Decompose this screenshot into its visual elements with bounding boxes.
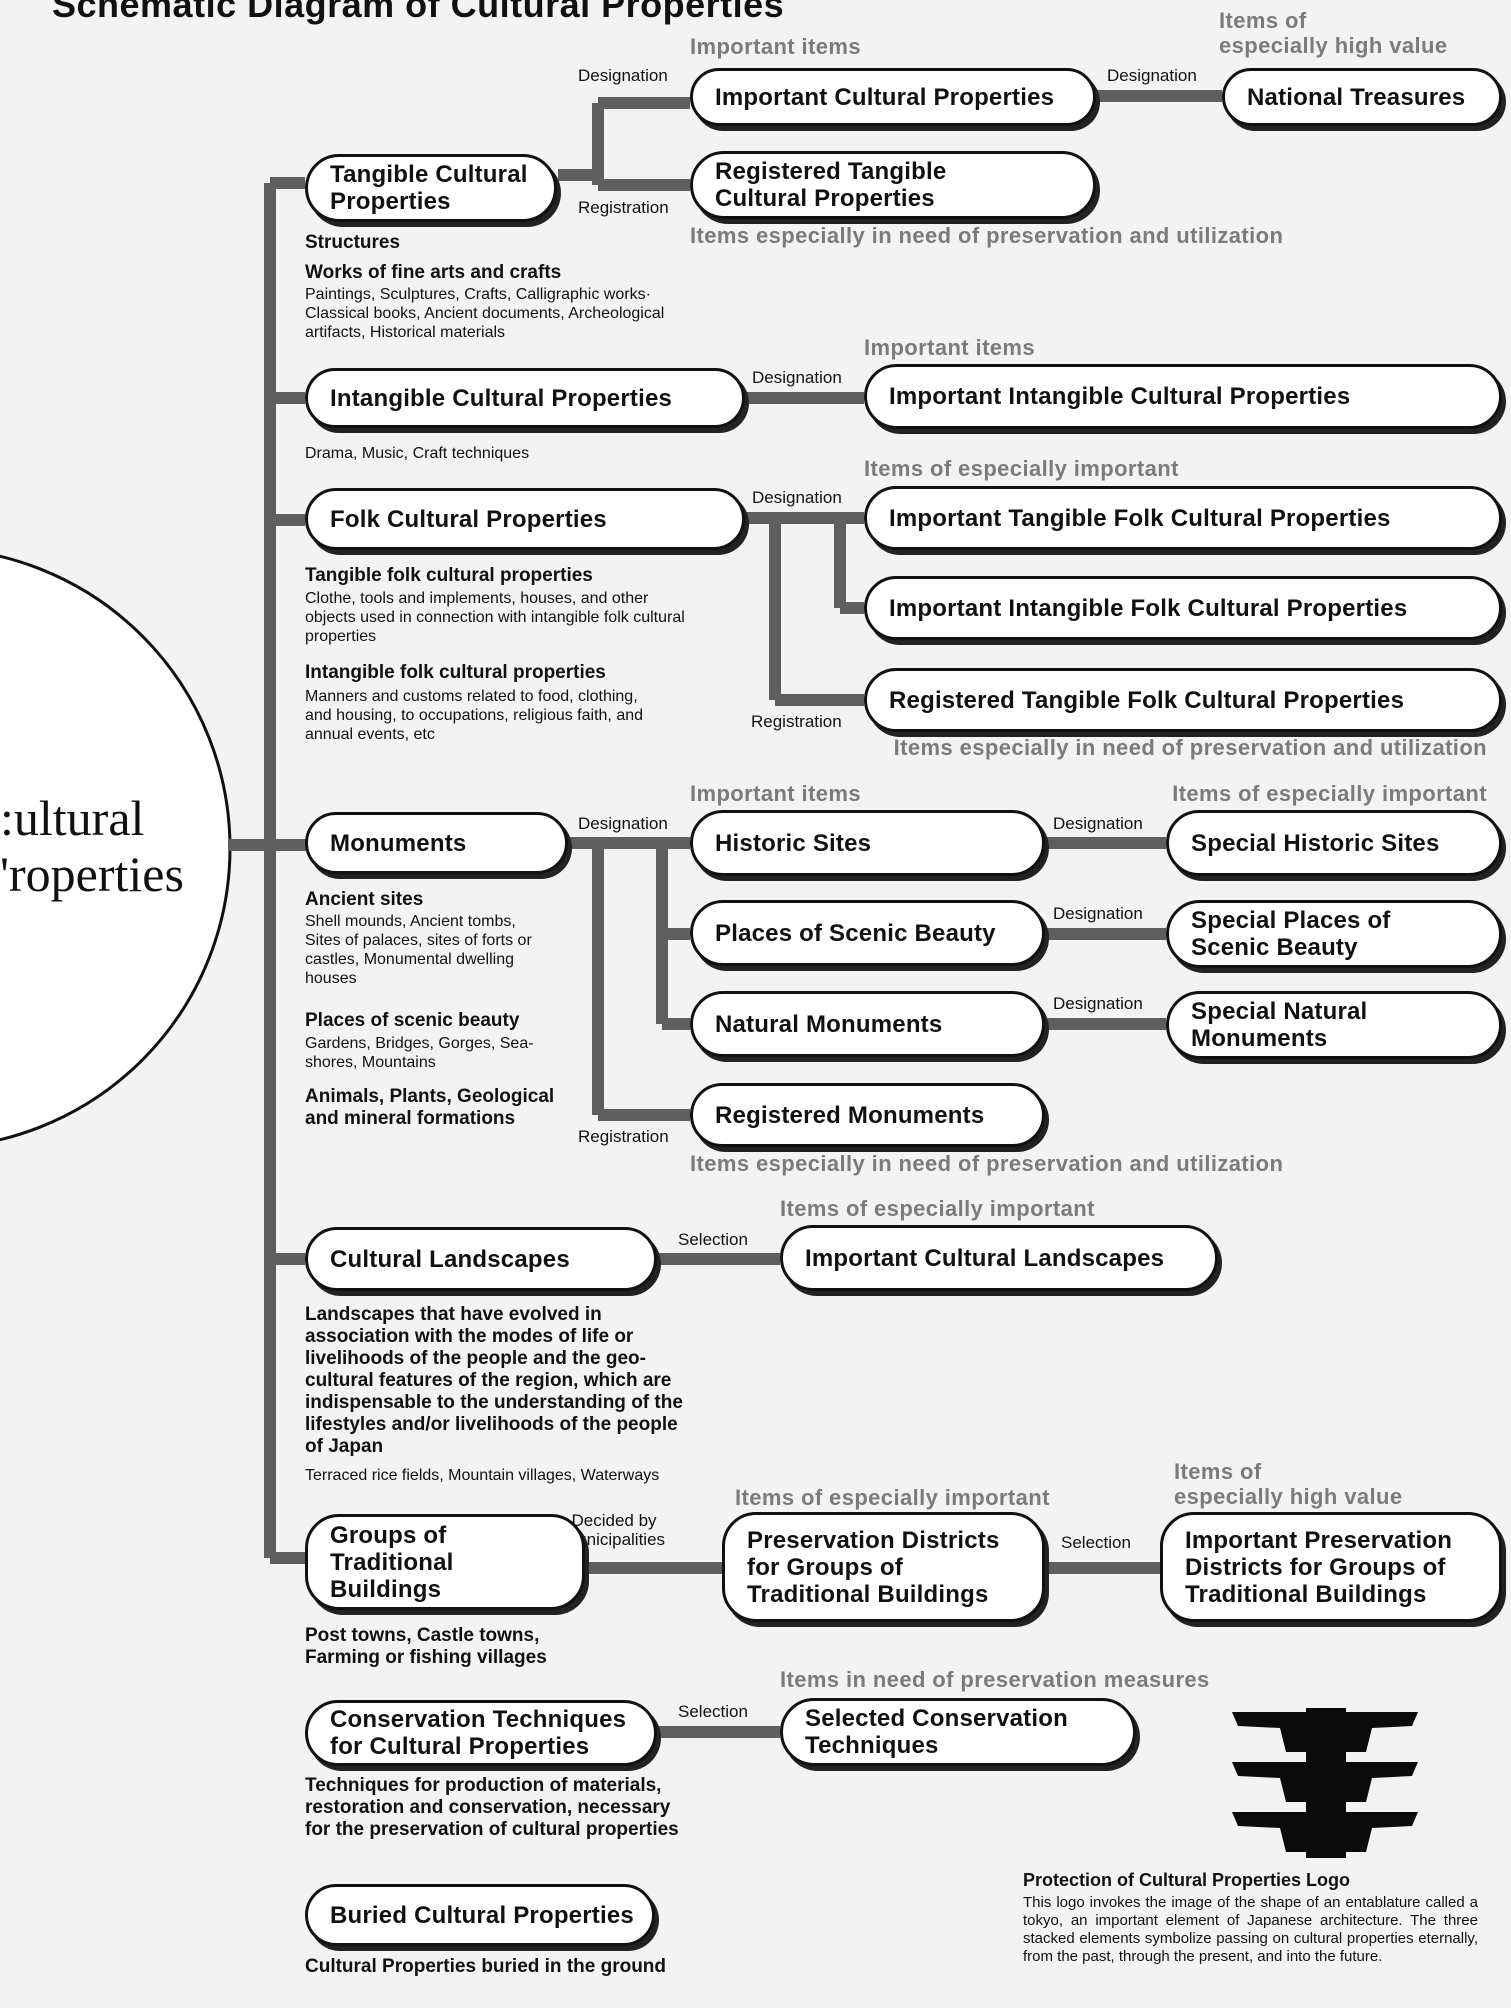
category-important-items-2: Important items xyxy=(864,335,1036,360)
label-designation-folk: Designation xyxy=(752,488,842,507)
category-high-value-1: Items of especially high value xyxy=(1219,8,1448,58)
desc-intangible-body: Drama, Music, Craft techniques xyxy=(305,445,530,462)
logo-description: This logo invokes the image of the shape… xyxy=(1023,1894,1478,1965)
node-special-places-scenic: Special Places of Scenic Beauty xyxy=(1166,900,1502,968)
desc-fine-arts-head: Works of fine arts and crafts xyxy=(305,262,562,283)
node-registered-tangible-folk: Registered Tangible Folk Cultural Proper… xyxy=(864,668,1502,732)
node-folk-cultural-properties: Folk Cultural Properties xyxy=(305,488,745,550)
label-selection-buildings: Selection xyxy=(1061,1533,1131,1552)
label-registration-monuments: Registration xyxy=(578,1127,669,1146)
logo-caption: Protection of Cultural Properties Logo xyxy=(1023,1870,1351,1890)
node-natural-monuments: Natural Monuments xyxy=(690,991,1045,1057)
category-especially-important-folk: Items of especially important xyxy=(864,456,1179,481)
desc-animals-head: Animals, Plants, Geological and mineral … xyxy=(305,1086,555,1129)
node-special-historic-sites: Special Historic Sites xyxy=(1166,810,1502,876)
desc-techniques-body: Techniques for production of materials, … xyxy=(305,1775,679,1840)
node-registered-tangible: Registered Tangible Cultural Properties xyxy=(690,151,1096,219)
label-designation-special-historic: Designation xyxy=(1053,814,1143,833)
node-groups-traditional-buildings: Groups of Traditional Buildings xyxy=(305,1514,585,1610)
desc-scenic-head: Places of scenic beauty xyxy=(305,1010,520,1031)
desc-ancient-sites-body: Shell mounds, Ancient tombs, Sites of pa… xyxy=(305,913,532,987)
node-conservation-techniques: Conservation Techniques for Cultural Pro… xyxy=(305,1700,657,1766)
node-registered-monuments: Registered Monuments xyxy=(690,1083,1045,1147)
category-especially-important-buildings: Items of especially important xyxy=(735,1485,1050,1510)
category-preservation-measures: Items in need of preservation measures xyxy=(780,1667,1210,1692)
label-selection-landscapes: Selection xyxy=(678,1230,748,1249)
node-national-treasures: National Treasures xyxy=(1222,68,1502,126)
category-high-value-buildings: Items of especially high value xyxy=(1174,1459,1403,1509)
desc-buildings-body: Post towns, Castle towns, Farming or fis… xyxy=(305,1625,547,1668)
label-decided-municipalities: Decided by municipalities xyxy=(563,1511,666,1549)
desc-landscapes-body: Landscapes that have evolved in associat… xyxy=(305,1304,683,1457)
node-monuments: Monuments xyxy=(305,812,568,874)
node-cultural-landscapes: Cultural Landscapes xyxy=(305,1227,657,1291)
node-important-intangible-folk: Important Intangible Folk Cultural Prope… xyxy=(864,576,1502,640)
desc-intangible-folk-head: Intangible folk cultural properties xyxy=(305,662,606,683)
node-intangible-cultural-properties: Intangible Cultural Properties xyxy=(305,368,745,428)
node-selected-conservation-techniques: Selected Conservation Techniques xyxy=(780,1698,1136,1766)
node-historic-sites: Historic Sites xyxy=(690,810,1045,876)
desc-ancient-sites-head: Ancient sites xyxy=(305,889,424,910)
label-designation-monuments: Designation xyxy=(578,814,668,833)
root-label: :ultural 'roperties xyxy=(0,790,184,902)
desc-buried-body: Cultural Properties buried in the ground xyxy=(305,1956,667,1977)
node-important-tangible-folk: Important Tangible Folk Cultural Propert… xyxy=(864,486,1502,550)
label-designation-national: Designation xyxy=(1107,66,1197,85)
category-important-items-1: Important items xyxy=(690,34,862,59)
category-preservation-monuments: Items especially in need of preservation… xyxy=(690,1151,1284,1176)
label-selection-techniques: Selection xyxy=(678,1702,748,1721)
node-preservation-districts: Preservation Districts for Groups of Tra… xyxy=(722,1512,1045,1622)
page-title: Schematic Diagram of Cultural Properties xyxy=(52,0,785,25)
category-preservation-1: Items especially in need of preservation… xyxy=(690,223,1284,248)
node-important-intangible: Important Intangible Cultural Properties xyxy=(864,364,1502,429)
label-designation-tangible: Designation xyxy=(578,66,668,85)
category-important-items-monuments: Important items xyxy=(690,781,862,806)
desc-landscapes-examples: Terraced rice fields, Mountain villages,… xyxy=(305,1467,660,1484)
node-buried-cultural-properties: Buried Cultural Properties xyxy=(305,1884,655,1946)
label-registration-tangible: Registration xyxy=(578,198,669,217)
category-especially-important-monuments: Items of especially important xyxy=(1172,781,1487,806)
desc-structures: Structures xyxy=(305,232,401,253)
label-designation-special-scenic: Designation xyxy=(1053,904,1143,923)
desc-tangible-folk-head: Tangible folk cultural properties xyxy=(305,565,593,586)
desc-intangible-folk-body: Manners and customs related to food, clo… xyxy=(305,688,644,743)
label-registration-folk: Registration xyxy=(751,712,842,731)
desc-scenic-body: Gardens, Bridges, Gorges, Sea- shores, M… xyxy=(305,1035,534,1071)
node-important-cultural-landscapes: Important Cultural Landscapes xyxy=(780,1225,1218,1291)
desc-tangible-folk-body: Clothe, tools and implements, houses, an… xyxy=(305,590,685,645)
node-important-cultural-properties: Important Cultural Properties xyxy=(690,68,1096,126)
desc-fine-arts-body: Paintings, Sculptures, Crafts, Calligrap… xyxy=(305,286,665,341)
label-designation-special-natural: Designation xyxy=(1053,994,1143,1013)
entablature-logo xyxy=(1232,1708,1418,1858)
node-tangible-cultural-properties: Tangible Cultural Properties xyxy=(305,154,557,222)
category-especially-important-landscapes: Items of especially important xyxy=(780,1196,1095,1221)
node-places-of-scenic-beauty: Places of Scenic Beauty xyxy=(690,900,1045,966)
category-preservation-folk: Items especially in need of preservation… xyxy=(893,735,1487,760)
node-important-preservation-districts: Important Preservation Districts for Gro… xyxy=(1160,1512,1502,1622)
label-designation-intangible: Designation xyxy=(752,368,842,387)
node-special-natural-monuments: Special Natural Monuments xyxy=(1166,991,1502,1059)
